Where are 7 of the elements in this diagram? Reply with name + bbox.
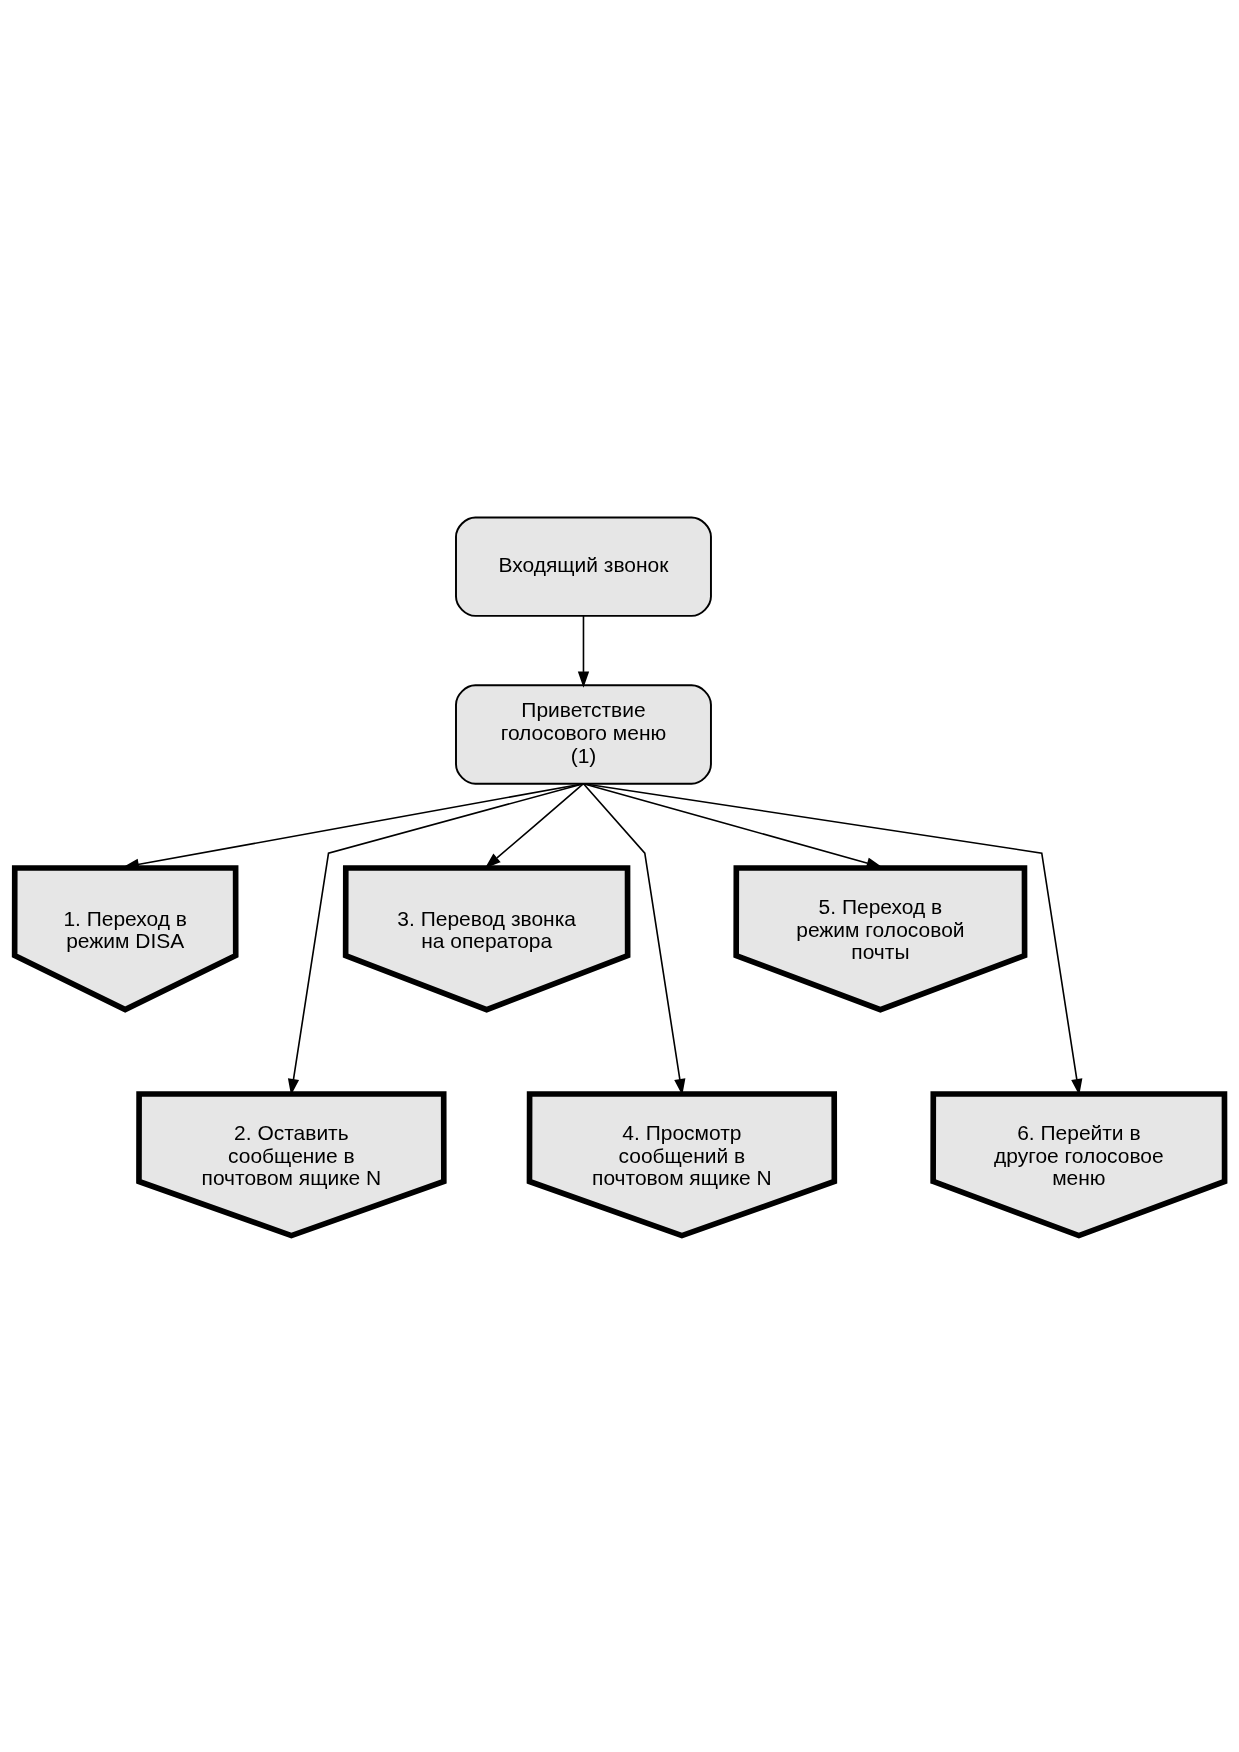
arrow xyxy=(287,782,585,1095)
arrow xyxy=(582,782,686,1095)
arrow xyxy=(577,614,590,688)
arrow xyxy=(582,782,1083,1095)
node-box: Приветствие голосового меню (1) xyxy=(455,683,712,785)
node-box: Входящий звонок xyxy=(455,516,712,617)
arrow xyxy=(484,782,585,868)
